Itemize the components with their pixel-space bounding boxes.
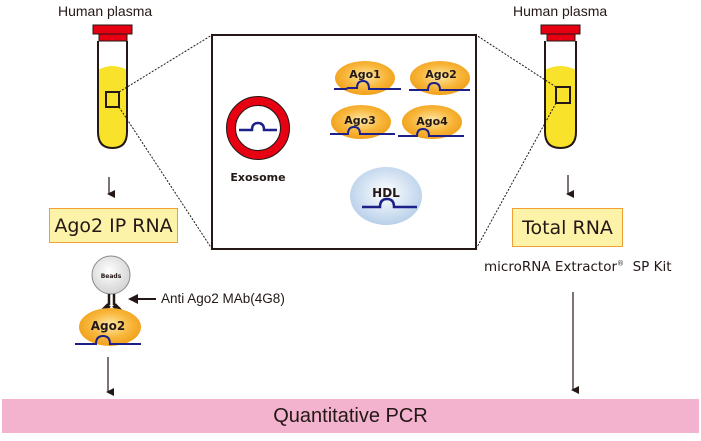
zoom-guide-lines: [118, 34, 557, 250]
ago1-complex: [334, 61, 401, 95]
beads-label: Beads: [101, 273, 122, 280]
hdl-label: HDL: [372, 186, 400, 200]
ago2-complex: [409, 61, 470, 95]
left-sample-title: Human plasma: [58, 3, 153, 19]
ago2-ip-rna-box: Ago2 IP RNA: [49, 208, 178, 243]
quantitative-pcr-bar: Quantitative PCR: [2, 399, 699, 433]
right-sample-title: Human plasma: [513, 3, 608, 19]
kit-suffix: SP Kit: [632, 259, 672, 275]
ago2-bound-label: Ago2: [91, 319, 125, 333]
ago2-label: Ago2: [425, 68, 457, 81]
left-zoom-region: [105, 91, 120, 108]
quantitative-pcr-label: Quantitative PCR: [273, 404, 428, 427]
kit-name: microRNA Extractor: [484, 259, 618, 275]
antibody-label: Anti Ago2 MAb(4G8): [161, 291, 285, 306]
ago4-label: Ago4: [416, 115, 448, 128]
exosome-icon: [226, 96, 290, 160]
ago4-complex: [398, 105, 464, 139]
ago3-label: Ago3: [344, 114, 376, 127]
kit-label: microRNA Extractor® SP Kit: [484, 259, 672, 275]
total-rna-box: Total RNA: [512, 208, 623, 247]
ago1-label: Ago1: [349, 68, 381, 81]
ago3-complex: [330, 105, 395, 139]
ago2-bound-complex: [75, 308, 141, 346]
right-zoom-region: [555, 86, 571, 104]
beads-icon: [91, 255, 131, 295]
left-test-tube-icon: [92, 24, 133, 150]
hdl-particle-icon: [350, 167, 422, 225]
exosome-label: Exosome: [230, 171, 285, 184]
registered-mark: ®: [617, 259, 625, 268]
antibody-pointer-arrowhead: [128, 294, 138, 304]
right-test-tube-icon: [540, 24, 581, 150]
